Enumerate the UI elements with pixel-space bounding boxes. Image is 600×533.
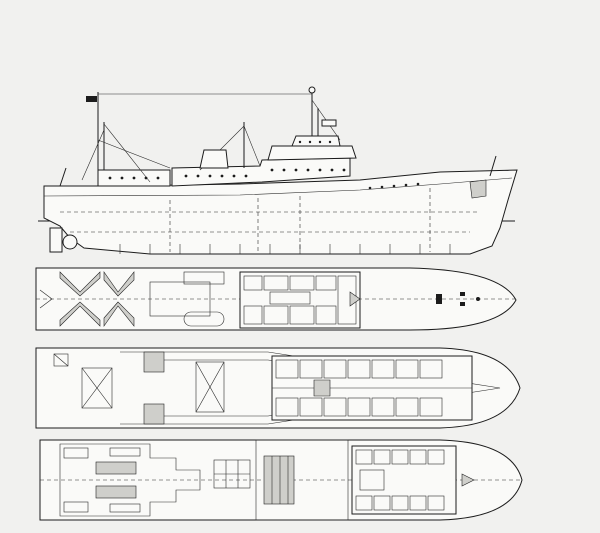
funnel <box>199 149 229 169</box>
upper-deck-plan <box>35 267 517 331</box>
winch-port-2 <box>103 271 135 297</box>
machinery-grid <box>63 447 141 513</box>
upper-stair <box>349 291 361 307</box>
propeller <box>62 234 78 250</box>
engines <box>95 461 137 499</box>
stern-ramp <box>39 289 53 309</box>
winch-starboard-2 <box>103 301 135 327</box>
stern-flagstaff <box>59 167 67 187</box>
winch-port <box>59 271 101 297</box>
upper-deckhouse <box>239 271 361 329</box>
wheelhouse <box>291 135 341 147</box>
lower-deck-bow-store <box>461 473 475 487</box>
bridge-deck <box>267 145 357 161</box>
lower-deck-cabins <box>355 449 445 511</box>
main-deck-cabins <box>272 359 472 417</box>
lower-deck-plan <box>39 439 523 521</box>
working-deck <box>149 281 211 317</box>
bow-emblem <box>469 179 487 199</box>
fish-hold-lines <box>271 456 289 504</box>
hatch <box>183 271 225 285</box>
fish-hold-hatch <box>263 455 295 505</box>
lower-deck-accommodation <box>351 445 457 515</box>
profile-view <box>38 86 518 255</box>
rudder <box>49 227 63 253</box>
main-deck-hatches <box>53 353 225 413</box>
sheer-line <box>43 177 513 197</box>
rigging <box>81 93 341 183</box>
main-deck-gear-port <box>143 351 165 373</box>
radar-antenna <box>321 119 337 127</box>
mast-light <box>308 86 316 94</box>
winch-starboard <box>59 301 101 327</box>
main-deck-plan <box>35 347 521 429</box>
fore-deck-equipment <box>436 292 480 306</box>
bow-jackstaff <box>489 155 497 177</box>
main-deck-inner-v <box>120 351 501 425</box>
upper-deckhouse-rooms <box>243 275 357 325</box>
portholes <box>108 140 420 190</box>
tank-grid <box>214 460 250 488</box>
main-deck-gear-stbd <box>143 403 165 425</box>
fish-hold <box>255 439 349 521</box>
main-deck-stair <box>313 379 331 397</box>
lifeboat <box>183 311 225 327</box>
engine-room <box>59 443 201 517</box>
bulkheads <box>169 188 431 252</box>
flag <box>86 96 97 102</box>
